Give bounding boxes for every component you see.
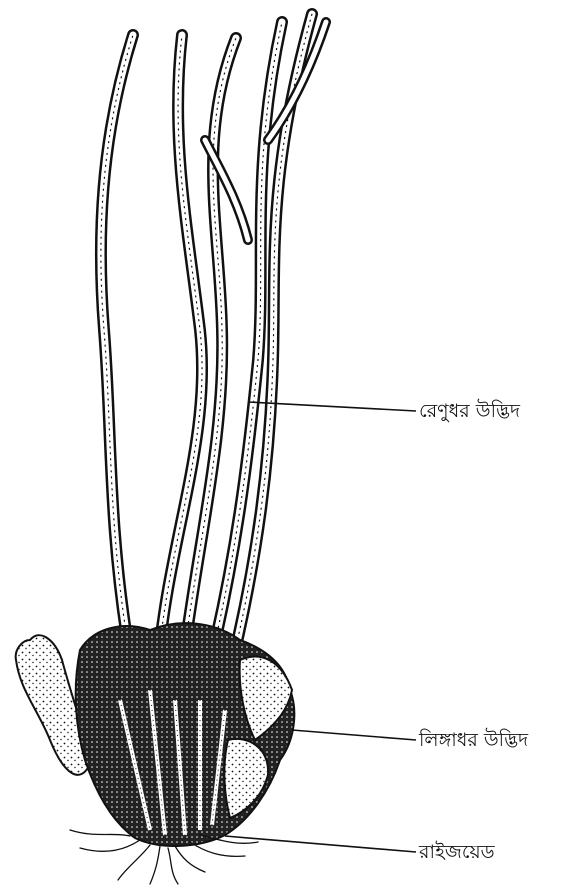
label-rhizoid: রাইজয়েড	[419, 843, 495, 862]
leader-line-gametophyte	[292, 730, 416, 740]
gametophyte-leaf-lower-right	[224, 739, 268, 818]
sporophyte-stalks	[101, 14, 326, 680]
label-gametophyte: লিঙ্গাধর উদ্ভিদ	[419, 731, 528, 750]
stalk-1	[101, 35, 133, 645]
leader-line-rhizoid	[225, 836, 416, 852]
gametophyte-tuft	[16, 623, 295, 846]
label-sporophyte: রেণুধর উদ্ভিদ	[419, 402, 520, 421]
